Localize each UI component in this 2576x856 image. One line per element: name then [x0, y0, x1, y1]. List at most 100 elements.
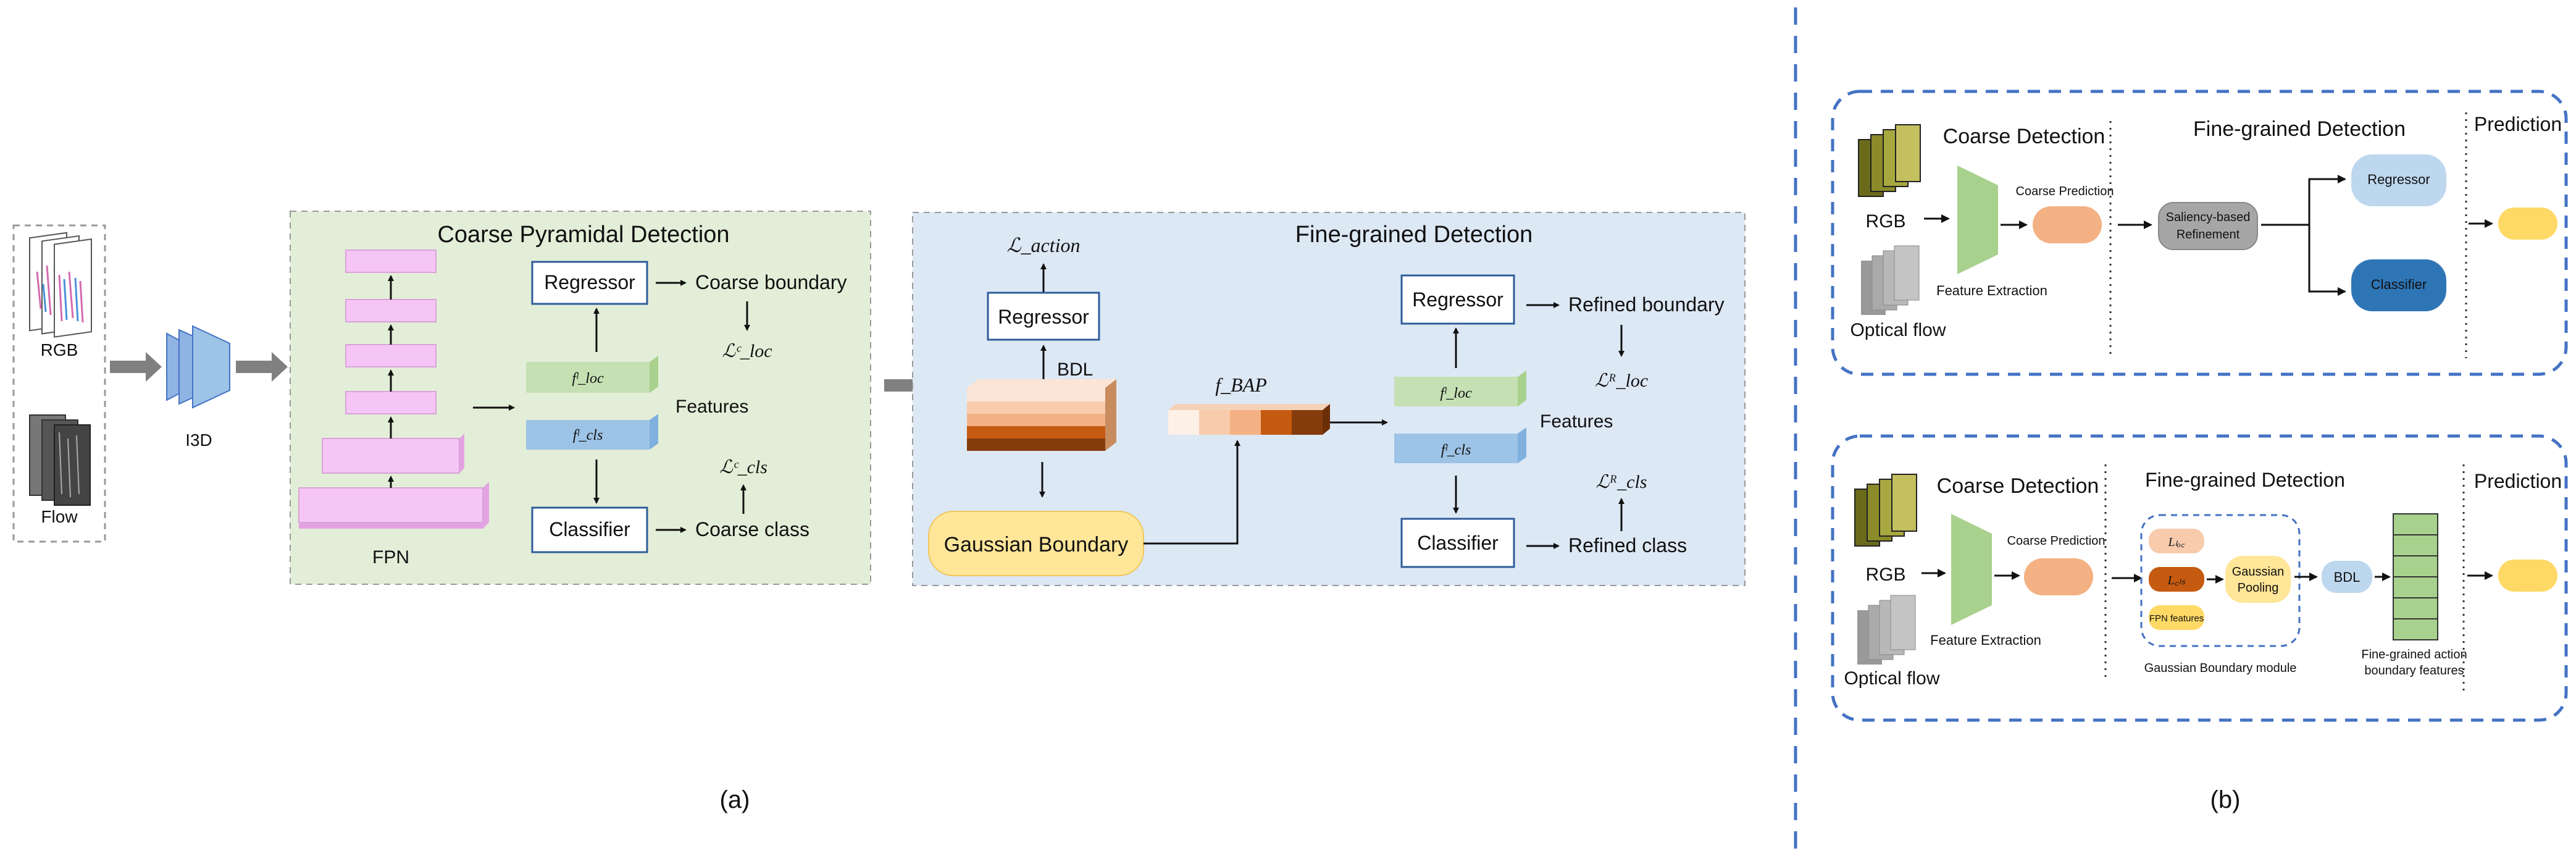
top-regressor-pill: [2351, 154, 2446, 206]
bdl-feature-stack: [967, 379, 1116, 451]
bottom-coarse-detection-title: Coarse Detection: [1937, 474, 2099, 498]
coarse-region-title: Coarse Pyramidal Detection: [437, 222, 729, 248]
loss-action: ℒ_action: [1006, 234, 1080, 256]
coarse-feature-cls: [526, 414, 658, 450]
gaussian-boundary-module-label: Gaussian Boundary module: [2144, 661, 2297, 675]
coarse-features-label: Features: [675, 397, 748, 417]
fine-feature-cls: [1394, 427, 1526, 463]
rgb-frames-icon: [29, 232, 92, 338]
top-optical-flow-label: Optical flow: [1850, 320, 1946, 340]
fine-loss-cls: ℒᴿ_cls: [1596, 472, 1647, 492]
fine-left-regressor-label: Regressor: [998, 306, 1089, 328]
caption-b: (b): [2210, 786, 2241, 813]
top-classifier-pill: [2351, 259, 2446, 311]
fine-classifier-label: Classifier: [1417, 532, 1499, 554]
gaussian-pooling-pill: [2225, 556, 2291, 603]
top-rgb-label: RGB: [1865, 211, 1905, 232]
bottom-coarse-prediction-pill: [2024, 558, 2093, 595]
fg-features-line1: Fine-grained action: [2361, 648, 2467, 661]
coarse-regressor-box: [531, 261, 648, 305]
gaussian-pooling-line2: Pooling: [2238, 581, 2279, 595]
top-regressor-label: Regressor: [2367, 172, 2430, 187]
bottom-coarse-prediction-label: Coarse Prediction: [2007, 534, 2106, 548]
top-coarse-detection-title: Coarse Detection: [1943, 125, 2106, 148]
top-prediction-title: Prediction: [2474, 113, 2562, 135]
bottom-rgb-frames-icon: [1854, 474, 1917, 547]
fine-left-regressor-box: [987, 292, 1100, 341]
fpn-features-pill: [2149, 605, 2204, 630]
coarse-feature-loc: [526, 356, 658, 393]
coarse-f-loc: fˡ_loc: [572, 371, 604, 387]
panel-a: RGB Flow I3D Coarse Pyramidal Detection: [12, 211, 1746, 813]
refined-boundary-label: Refined boundary: [1568, 293, 1725, 316]
l-cls-pill: [2149, 567, 2204, 592]
coarse-loss-loc: ℒᶜ_loc: [722, 341, 772, 361]
i3d-label: I3D: [185, 430, 212, 450]
gaussian-pooling-line1: Gaussian: [2232, 565, 2285, 579]
bottom-fine-grained-title: Fine-grained Detection: [2145, 469, 2345, 491]
rgb-label: RGB: [41, 340, 78, 359]
f-bap-label: f_BAP: [1215, 374, 1267, 396]
coarse-boundary-label: Coarse boundary: [695, 271, 847, 293]
fine-regressor-label: Regressor: [1412, 288, 1503, 311]
flow-label: Flow: [41, 507, 78, 526]
gaussian-boundary-module-box: [2140, 514, 2301, 647]
fpn-features-label: FPN features: [2149, 613, 2204, 624]
top-fine-grained-title: Fine-grained Detection: [2193, 117, 2406, 141]
bottom-feature-extraction-label: Feature Extraction: [1930, 632, 2041, 648]
i3d-to-coarse-arrow: [236, 352, 288, 382]
top-saliency-box: [2158, 202, 2258, 250]
coarse-class-label: Coarse class: [695, 518, 809, 540]
fine-features-label: Features: [1540, 411, 1613, 432]
bottom-bdl-label: BDL: [2334, 569, 2361, 585]
top-prediction-pill: [2498, 208, 2557, 240]
input-to-i3d-arrow: [110, 352, 162, 382]
coarse-f-cls: fˡ_cls: [573, 427, 603, 443]
gaussian-boundary-label: Gaussian Boundary: [944, 533, 1129, 556]
coarse-classifier-box: [531, 506, 648, 553]
coarse-classifier-label: Classifier: [549, 518, 630, 540]
l-loc-pill: [2149, 529, 2204, 553]
bottom-pipeline-box: [1831, 434, 2568, 722]
panel-b: RGB Optical flow Feature Extraction Coar…: [1831, 90, 2568, 813]
top-coarse-prediction-pill: [2033, 206, 2102, 243]
fpn-pyramid: [298, 250, 489, 529]
fine-region-title: Fine-grained Detection: [1295, 222, 1533, 248]
l-loc-label: Lₗₒ꜀: [2167, 535, 2185, 549]
fg-features-line2: boundary features: [2364, 664, 2464, 678]
flow-frames-icon: [29, 414, 91, 506]
top-coarse-prediction-label: Coarse Prediction: [2016, 185, 2114, 198]
coarse-loss-cls: ℒᶜ_cls: [719, 457, 767, 477]
fine-classifier-box: [1400, 518, 1515, 568]
top-saliency-line1: Saliency-based: [2166, 211, 2251, 224]
top-pipeline-box: [1831, 90, 2568, 376]
fine-bdl-label: BDL: [1057, 359, 1093, 380]
fine-regressor-box: [1400, 274, 1515, 325]
top-feature-extraction-shape: [1957, 166, 1998, 274]
top-saliency-line2: Refinement: [2177, 228, 2240, 241]
fine-grained-feature-stack: [2393, 513, 2438, 640]
f-bap-feature-strip: [1168, 404, 1330, 435]
fine-loss-loc: ℒᴿ_loc: [1595, 371, 1648, 391]
bottom-prediction-pill: [2498, 560, 2557, 592]
top-classifier-label: Classifier: [2371, 277, 2427, 292]
bottom-optical-flow-label: Optical flow: [1844, 668, 1939, 689]
fine-f-cls: fˡ_cls: [1441, 442, 1471, 458]
caption-a: (a): [720, 786, 750, 813]
coarse-regressor-label: Regressor: [544, 271, 635, 293]
l-cls-label: L꜀ₗₛ: [2167, 574, 2186, 587]
i3d-backbone: [166, 325, 230, 409]
fine-f-loc: fˡ_loc: [1440, 385, 1472, 401]
top-saliency-to-regressor-arrow: [2261, 175, 2346, 226]
top-rgb-frames-icon: [1858, 124, 1921, 197]
bottom-feature-extraction-shape: [1951, 514, 1992, 625]
top-saliency-to-classifier-arrow: [2308, 225, 2346, 296]
bottom-flow-frames-icon: [1857, 595, 1916, 665]
top-flow-frames-icon: [1861, 245, 1920, 315]
top-feature-extraction-label: Feature Extraction: [1936, 283, 2047, 298]
bottom-bdl-pill: [2322, 561, 2372, 593]
gaussian-to-fbap-arrow: [1144, 440, 1240, 545]
fpn-label: FPN: [372, 547, 409, 568]
refined-class-label: Refined class: [1568, 534, 1687, 556]
